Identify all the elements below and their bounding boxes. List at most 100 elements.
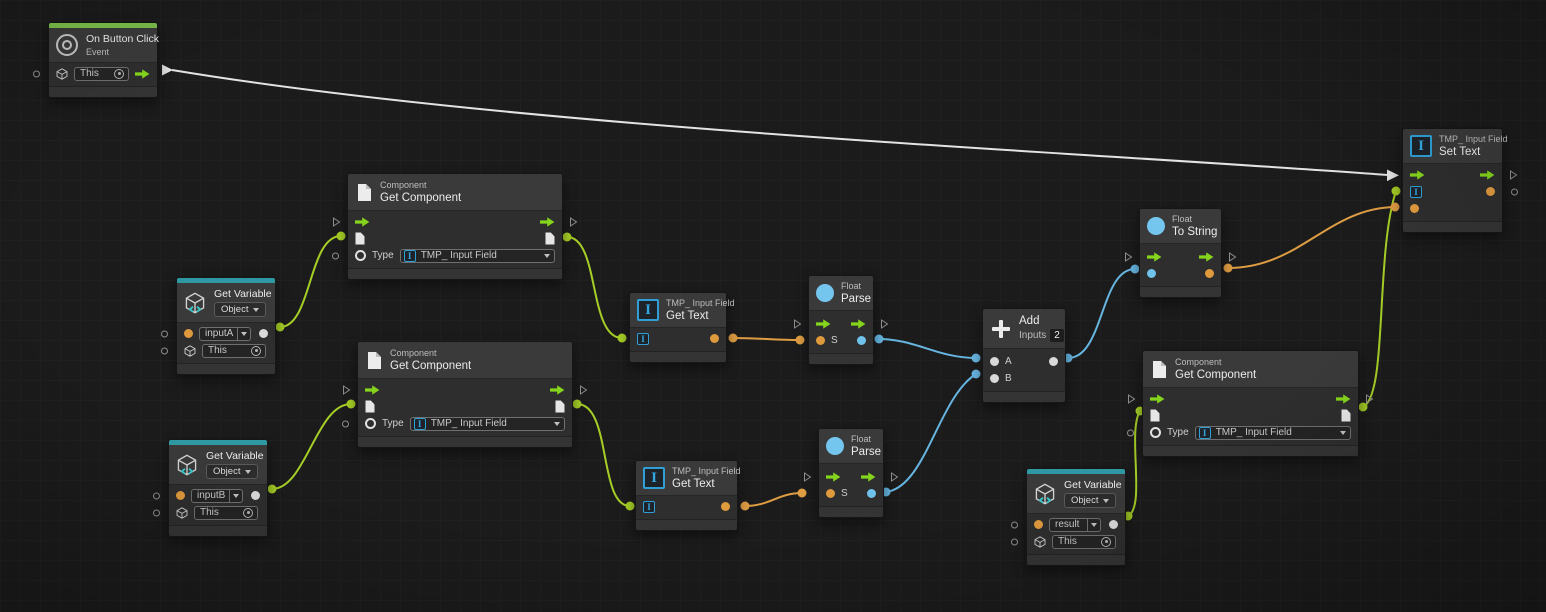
float-out-port[interactable] <box>857 336 866 345</box>
node-get-text-2[interactable]: I TMP_ Input Field Get Text I <box>635 460 741 531</box>
sum-out-port[interactable] <box>1049 357 1058 366</box>
variable-scope-dropdown[interactable]: Object <box>206 464 259 479</box>
object-picker-icon[interactable] <box>251 345 261 356</box>
target-field[interactable]: This <box>202 343 266 358</box>
node-float-parse-1[interactable]: Float Parse S <box>794 275 889 365</box>
string-in-port[interactable] <box>826 489 835 498</box>
variable-name-port[interactable] <box>184 329 193 338</box>
type-dropdown[interactable]: I TMP_ Input Field <box>399 248 555 263</box>
flow-in-port[interactable] <box>1147 251 1162 262</box>
flow-in-port[interactable] <box>365 384 380 395</box>
node-get-text-1[interactable]: I TMP_ Input Field Get Text I <box>629 292 735 363</box>
node-category: Component <box>1175 357 1222 367</box>
node-float-to-string[interactable]: Float To String <box>1125 208 1237 298</box>
variable-name-port[interactable] <box>176 491 185 500</box>
node-get-component-3[interactable]: Component Get Component Type <box>1127 350 1374 457</box>
node-set-text[interactable]: I TMP_ Input Field Set Text I <box>1402 128 1518 233</box>
string-in-port[interactable] <box>816 336 825 345</box>
flow-in-port[interactable] <box>1150 393 1165 404</box>
wire-getcomponent3-to-settext[interactable] <box>1362 190 1397 408</box>
chevron-down-icon[interactable] <box>237 327 250 340</box>
variable-scope-dropdown[interactable]: Object <box>214 302 267 317</box>
variable-name-dropdown[interactable]: inputA <box>199 326 251 341</box>
value-out-port[interactable] <box>1109 520 1118 529</box>
wire-inputB-to-getcomponent2[interactable] <box>271 403 352 490</box>
node-on-button-click[interactable]: On Button Click Event This <box>33 22 159 98</box>
variable-name-dropdown[interactable]: result <box>1049 517 1101 532</box>
node-category: Component <box>380 180 427 190</box>
node-get-component-2[interactable]: Component Get Component Type <box>342 341 588 448</box>
flow-out-port[interactable] <box>1199 251 1214 262</box>
flow-out-port[interactable] <box>135 68 150 79</box>
node-get-component-1[interactable]: Component Get Component Type <box>332 173 578 280</box>
wire-result-to-getcomponent3[interactable] <box>1127 410 1141 517</box>
input-a-port[interactable] <box>990 357 999 366</box>
target-in-port[interactable]: I <box>637 332 649 345</box>
inputs-count-field[interactable]: 2 <box>1050 329 1064 342</box>
wire-endpoint <box>740 501 750 511</box>
chevron-down-icon[interactable] <box>229 489 242 502</box>
float-out-port[interactable] <box>867 489 876 498</box>
node-get-variable-result[interactable]: Get Variable Object result <box>1011 468 1126 566</box>
wire-parse2-to-add-b[interactable] <box>885 373 977 493</box>
flow-in-port[interactable] <box>816 318 831 329</box>
type-port[interactable] <box>365 418 376 429</box>
gameobject-in-port[interactable] <box>355 232 365 245</box>
text-out-port[interactable] <box>710 334 719 343</box>
flow-in-port[interactable] <box>826 471 841 482</box>
input-b-port[interactable] <box>990 374 999 383</box>
node-add[interactable]: Add Inputs 2 A B <box>982 308 1066 403</box>
component-out-port[interactable] <box>1341 409 1351 422</box>
flow-out-port[interactable] <box>861 471 876 482</box>
flow-out-port[interactable] <box>540 216 555 227</box>
chevron-down-icon[interactable] <box>1087 518 1100 531</box>
gameobject-in-port[interactable] <box>1150 409 1160 422</box>
flow-out-port[interactable] <box>851 318 866 329</box>
flow-in-port[interactable] <box>1410 169 1425 180</box>
gameobject-in-port[interactable] <box>365 400 375 413</box>
flow-out-port[interactable] <box>1336 393 1351 404</box>
type-dropdown[interactable]: I TMP_ Input Field <box>409 416 565 431</box>
type-port[interactable] <box>355 250 366 261</box>
variable-name-dropdown[interactable]: inputB <box>191 488 243 503</box>
flow-in-port[interactable] <box>355 216 370 227</box>
wire-getcomponent1-to-gettext1[interactable] <box>566 236 623 339</box>
value-out-port[interactable] <box>251 491 260 500</box>
node-get-variable-inputB[interactable]: Get Variable Object inputB <box>153 439 268 537</box>
object-picker-icon[interactable] <box>114 68 124 79</box>
component-out-port[interactable] <box>545 232 555 245</box>
target-field[interactable]: This <box>194 505 258 520</box>
port-row-type: Type I TMP_ Input Field <box>342 415 572 432</box>
value-out-port[interactable] <box>1486 187 1495 196</box>
wire-gettext2-to-parse2[interactable] <box>744 492 803 507</box>
target-in-port[interactable]: I <box>643 500 655 513</box>
wire-flow-onbuttonclick-to-settext[interactable] <box>171 69 1389 176</box>
node-get-variable-inputA[interactable]: Get Variable Object inputA <box>161 277 276 375</box>
value-out-port[interactable] <box>259 329 268 338</box>
wire-tostring-to-settext[interactable] <box>1227 206 1396 269</box>
target-field[interactable]: This <box>1052 534 1116 549</box>
wire-getcomponent2-to-gettext2[interactable] <box>576 403 631 507</box>
string-out-port[interactable] <box>1205 269 1214 278</box>
flow-out-port[interactable] <box>550 384 565 395</box>
node-float-parse-2[interactable]: Float Parse S <box>804 428 899 518</box>
wire-add-to-tostring[interactable] <box>1067 268 1136 359</box>
variable-name-port[interactable] <box>1034 520 1043 529</box>
text-in-port[interactable] <box>1410 204 1419 213</box>
type-dropdown[interactable]: I TMP_ Input Field <box>1194 425 1351 440</box>
float-in-port[interactable] <box>1147 269 1156 278</box>
port-row-component <box>348 230 562 247</box>
wire-parse1-to-add-a[interactable] <box>878 338 977 359</box>
component-out-port[interactable] <box>555 400 565 413</box>
text-out-port[interactable] <box>721 502 730 511</box>
flow-out-port[interactable] <box>1480 169 1495 180</box>
variable-scope-dropdown[interactable]: Object <box>1064 493 1117 508</box>
object-picker-icon[interactable] <box>1101 536 1111 547</box>
object-picker-icon[interactable] <box>243 507 253 518</box>
wire-gettext1-to-parse1[interactable] <box>732 337 801 341</box>
wire-inputA-to-getcomponent1[interactable] <box>279 235 342 328</box>
type-port[interactable] <box>1150 427 1161 438</box>
target-field[interactable]: This <box>74 66 129 81</box>
target-in-port[interactable]: I <box>1410 185 1422 198</box>
